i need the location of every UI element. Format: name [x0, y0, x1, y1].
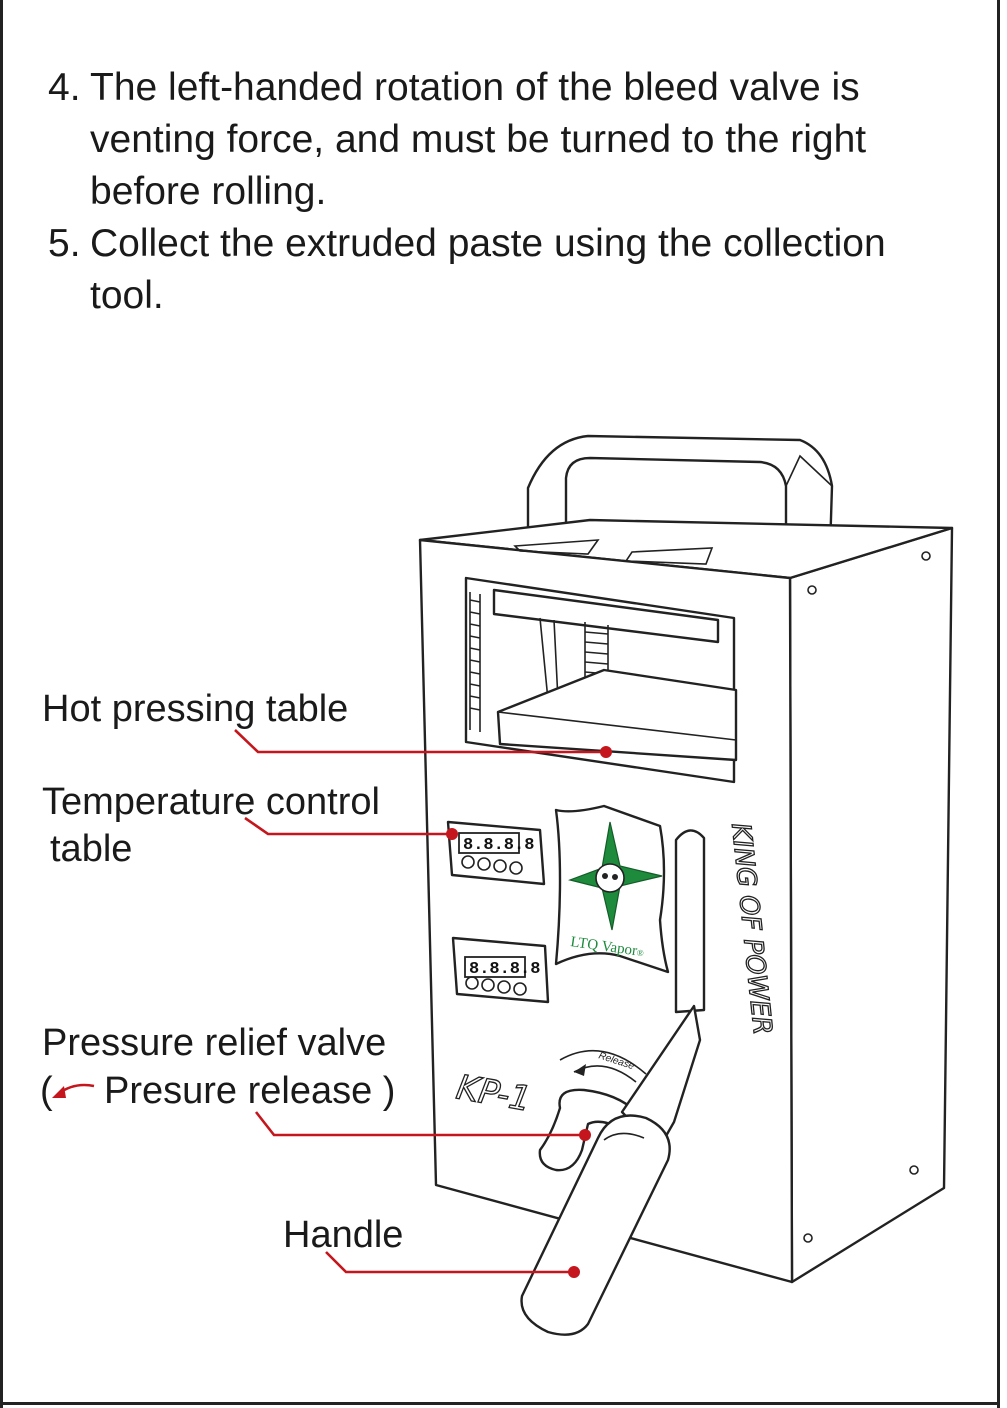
temperature-controller-bottom: 8.8.8.8 — [451, 936, 550, 1004]
step-text: before rolling. — [90, 170, 327, 213]
leader-dot — [446, 828, 458, 840]
press-side-panel — [788, 526, 954, 1284]
step-text: tool. — [90, 274, 164, 317]
hot-pressing-plate — [496, 668, 738, 762]
lever-handle — [520, 1004, 702, 1336]
leader-dot — [568, 1266, 580, 1278]
label-paren-open: ( — [40, 1070, 53, 1112]
label-temperature-control-table: table — [50, 828, 133, 870]
step-text: Collect the extruded paste using the col… — [90, 222, 886, 265]
leader-line-handle — [325, 1251, 574, 1274]
frame-left-border — [0, 0, 3, 1408]
step-text: The left-handed rotation of the bleed va… — [90, 66, 860, 109]
temperature-controller-top: 8.8.8.8 — [446, 820, 546, 886]
upper-heat-plate — [492, 588, 720, 644]
frame-right-border — [997, 0, 1000, 1408]
leader-line-pressure-relief — [254, 1111, 585, 1137]
top-vent-left — [513, 539, 600, 555]
display-readout: 8.8.8.8 — [463, 836, 534, 855]
lever-slot — [674, 829, 706, 1014]
screw-icon — [803, 551, 931, 1243]
leader-dot — [600, 746, 612, 758]
label-handle: Handle — [283, 1214, 404, 1256]
brand-logo-badge: LTQ Vapor® — [554, 804, 670, 974]
pressure-relief-valve — [538, 1088, 638, 1172]
step-text: venting force, and must be turned to the… — [90, 118, 867, 161]
instruction-step-4: 4.The left-handed rotation of the bleed … — [48, 62, 866, 218]
frame-bottom-border — [0, 1402, 1000, 1405]
label-hot-pressing-table: Hot pressing table — [42, 688, 349, 730]
leader-line-hot-pressing-table — [234, 729, 606, 754]
skull-icon — [595, 863, 625, 893]
step-number: 5. — [48, 222, 81, 265]
display-readout: 8.8.8.8 — [469, 960, 540, 979]
top-vent-right — [624, 547, 714, 565]
label-pressure-relief-valve: Pressure relief valve — [42, 1022, 387, 1064]
label-temperature-control: Temperature control — [42, 781, 380, 823]
label-pressure-release: Presure release ) — [104, 1070, 396, 1112]
instruction-step-5: 5.Collect the extruded paste using the c… — [48, 218, 886, 322]
leader-line-temperature-control — [244, 816, 452, 836]
arrow-head — [52, 1086, 66, 1098]
step-number: 4. — [48, 66, 81, 109]
leader-dot — [579, 1129, 591, 1141]
side-rail — [469, 592, 559, 732]
